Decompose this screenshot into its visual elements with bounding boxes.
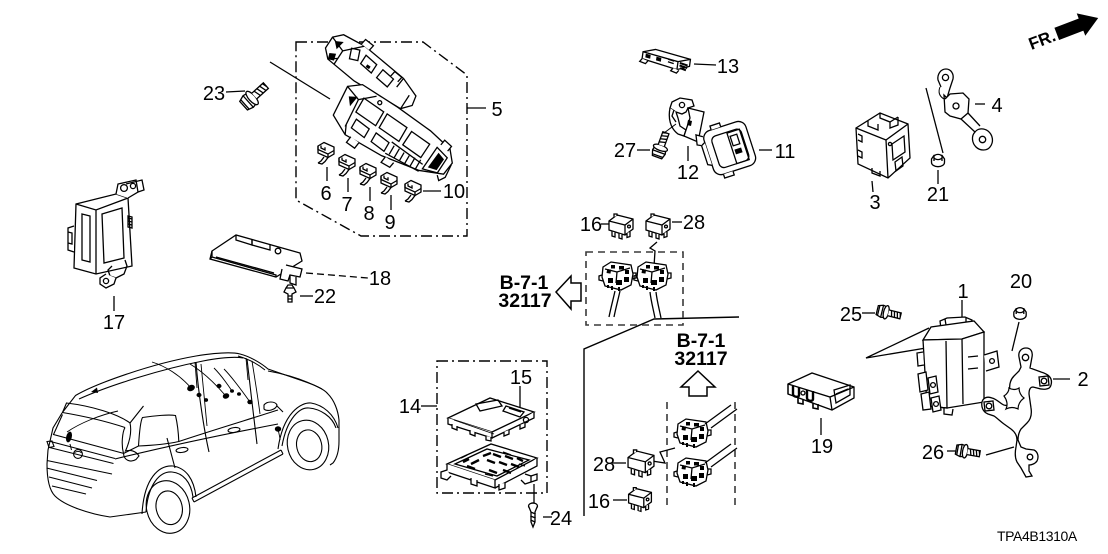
svg-text:7: 7 <box>341 194 352 216</box>
svg-text:17: 17 <box>103 312 125 334</box>
svg-text:16: 16 <box>580 214 602 236</box>
svg-text:20: 20 <box>1010 271 1032 293</box>
svg-text:9: 9 <box>384 212 395 234</box>
svg-text:10: 10 <box>443 181 465 203</box>
svg-text:8: 8 <box>363 203 374 225</box>
svg-text:15: 15 <box>510 367 532 389</box>
svg-text:3: 3 <box>869 192 880 214</box>
svg-text:19: 19 <box>811 436 833 458</box>
svg-text:B-7-1: B-7-1 <box>677 330 726 352</box>
svg-text:16: 16 <box>588 491 610 513</box>
svg-text:13: 13 <box>717 56 739 78</box>
svg-text:B-7-1: B-7-1 <box>500 272 549 294</box>
svg-text:24: 24 <box>550 508 572 530</box>
svg-text:21: 21 <box>927 184 949 206</box>
svg-text:2: 2 <box>1077 369 1088 391</box>
svg-text:27: 27 <box>614 140 636 162</box>
svg-text:4: 4 <box>991 95 1002 117</box>
svg-text:11: 11 <box>775 141 796 163</box>
svg-text:18: 18 <box>369 268 391 290</box>
svg-text:6: 6 <box>320 183 331 205</box>
svg-text:25: 25 <box>840 304 862 326</box>
svg-text:12: 12 <box>677 162 699 184</box>
svg-text:5: 5 <box>491 99 502 121</box>
svg-text:23: 23 <box>203 83 225 105</box>
svg-text:26: 26 <box>922 442 944 464</box>
svg-text:1: 1 <box>957 281 968 303</box>
svg-text:32117: 32117 <box>498 290 551 312</box>
svg-text:28: 28 <box>683 212 705 234</box>
svg-text:14: 14 <box>399 396 421 418</box>
svg-text:28: 28 <box>593 454 615 476</box>
svg-text:TPA4B1310A: TPA4B1310A <box>997 528 1078 544</box>
svg-text:32117: 32117 <box>674 348 727 370</box>
svg-text:22: 22 <box>314 286 336 308</box>
